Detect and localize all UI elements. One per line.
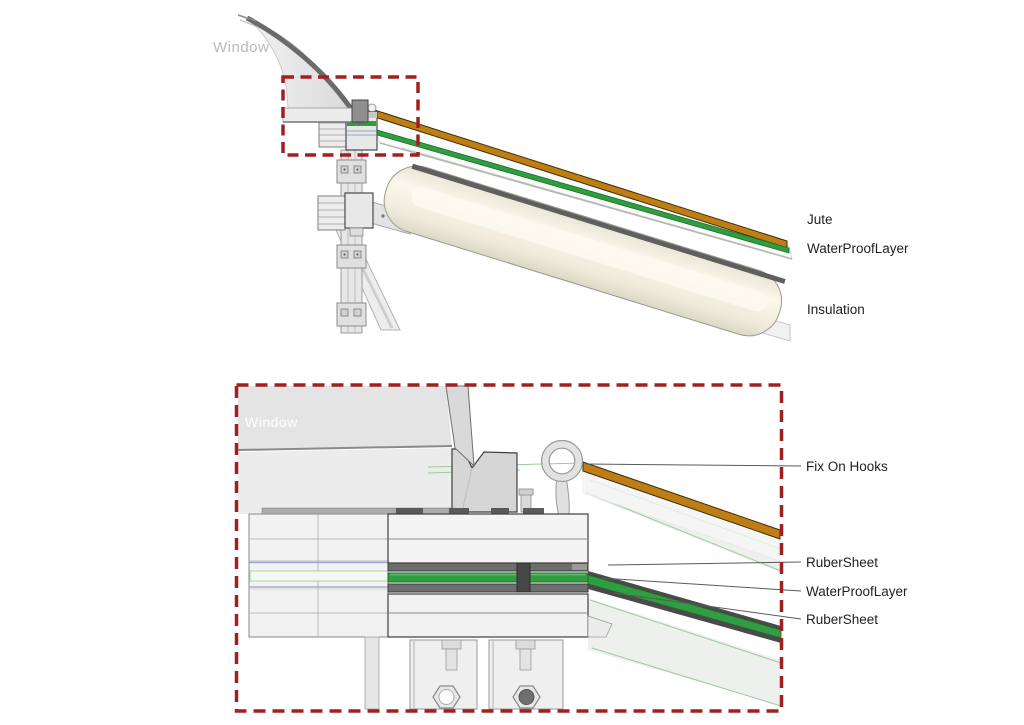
post-plate xyxy=(336,159,367,184)
fix-on-hook xyxy=(540,439,584,517)
leader-rubersheet-bottom xyxy=(612,592,802,620)
hook-end-circle xyxy=(367,103,377,113)
post-plate xyxy=(336,302,367,327)
leader-waterproof xyxy=(600,577,802,592)
lower-clamp xyxy=(317,192,374,237)
window-foot xyxy=(351,99,369,123)
diagonal-layers xyxy=(587,571,782,643)
window-glass-fin xyxy=(237,14,369,127)
central-sandwich xyxy=(387,513,613,638)
detail-clamp-block xyxy=(445,385,534,513)
label-jute: Jute xyxy=(807,212,833,227)
base-plate-left xyxy=(409,639,478,710)
window-pane-band xyxy=(237,386,453,514)
label-insulation: Insulation xyxy=(807,302,865,317)
roof-panel-layers xyxy=(364,103,793,260)
label-rubersheet-bottom: RuberSheet xyxy=(806,612,879,627)
detail-frame-marker xyxy=(234,383,784,713)
base-structure xyxy=(364,636,564,710)
insulation-cylinder xyxy=(383,163,786,337)
figure-bottom-detail xyxy=(234,383,802,713)
mullion-post xyxy=(336,149,367,334)
leader-fix-on-hooks xyxy=(585,463,802,467)
leader-rubersheet-top xyxy=(607,561,802,566)
window-glass-edge xyxy=(445,385,475,468)
left-laminated-block xyxy=(248,513,389,638)
base-plate-right xyxy=(488,639,564,710)
label-waterproof-bottom: WaterProofLayer xyxy=(806,584,908,599)
window-label-top: Window xyxy=(213,39,270,56)
window-label-bottom: Window xyxy=(245,414,298,430)
label-fix-on-hooks: Fix On Hooks xyxy=(806,459,888,474)
leader-lines xyxy=(585,463,802,620)
window-sill-band xyxy=(238,448,452,514)
jute-strip-detail xyxy=(582,461,781,562)
rubersheet-top-layer xyxy=(387,562,589,572)
post-plate xyxy=(336,244,367,269)
window-sill xyxy=(282,107,358,123)
label-rubersheet-top: RuberSheet xyxy=(806,555,879,570)
label-waterproof-top: WaterProofLayer xyxy=(807,241,909,256)
figure-top-overview xyxy=(237,14,793,342)
layer-connector xyxy=(516,562,531,593)
base-post xyxy=(364,636,380,710)
seal-tabs xyxy=(261,507,544,515)
rubersheet-bottom-layer xyxy=(387,583,589,593)
zoom-region-marker xyxy=(281,75,420,157)
lower-board xyxy=(387,593,589,638)
hidden-waterproof-band xyxy=(249,570,389,582)
